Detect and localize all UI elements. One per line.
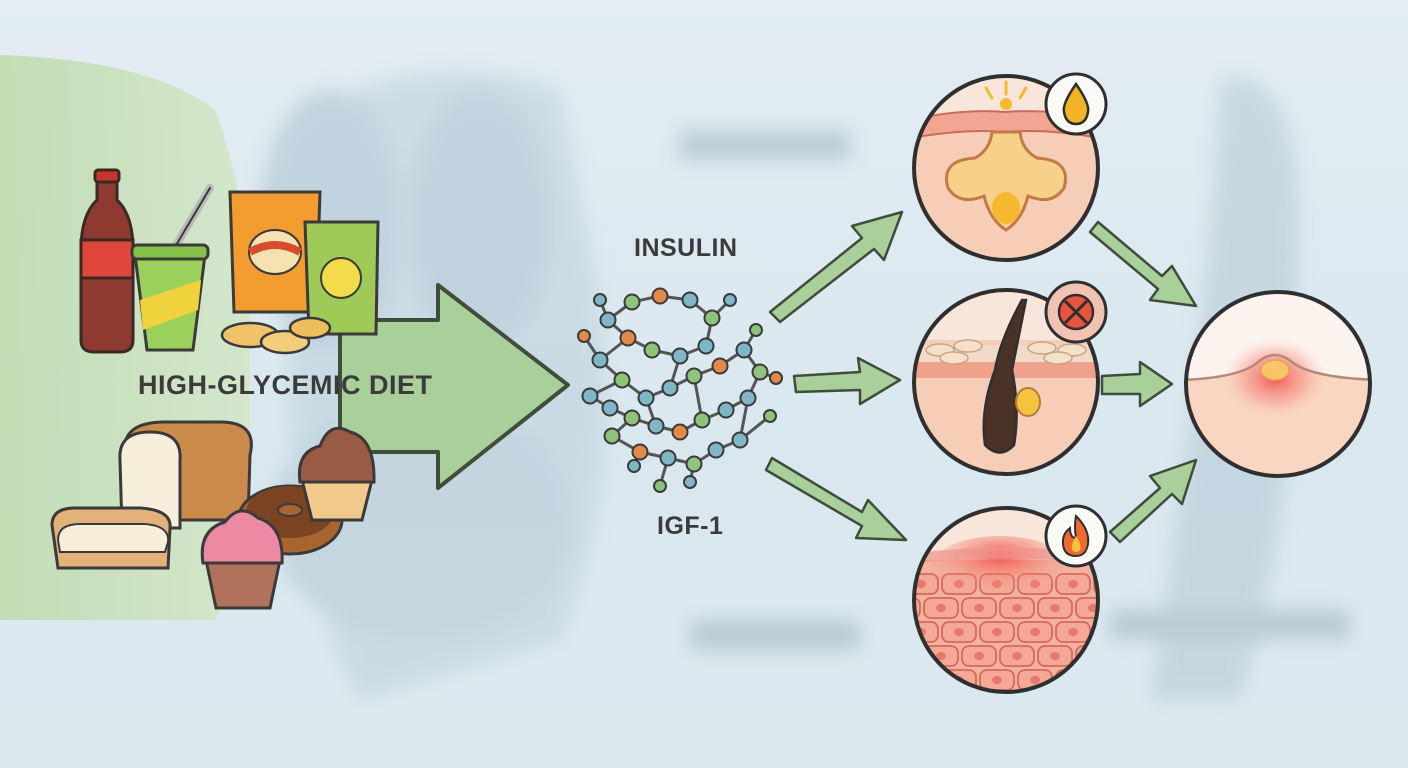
soda-cup (130, 184, 214, 352)
molecule-atom (697, 337, 715, 355)
molecule-atom (769, 371, 783, 385)
oil-drop-icon (1044, 72, 1108, 136)
molecule-atom (623, 409, 641, 427)
cell-nucleus (1068, 676, 1078, 684)
cell-nucleus (936, 604, 946, 612)
hormone-molecule (577, 287, 783, 493)
cell-nucleus (1012, 652, 1022, 660)
skin-cell (914, 645, 921, 667)
molecule-atom (631, 443, 649, 461)
cell-nucleus (974, 604, 984, 612)
bread-slices (50, 506, 172, 570)
soda-bottle (79, 168, 135, 354)
molecule-atom (643, 341, 661, 359)
arrow-inflammation-to-acne (1108, 458, 1198, 544)
molecule-atom (681, 291, 699, 309)
cell-nucleus (1106, 580, 1116, 588)
molecule-atom (731, 431, 749, 449)
cupcake-brown (297, 426, 376, 522)
cell-nucleus (1068, 628, 1078, 636)
molecule-atom (591, 351, 609, 369)
arrow-to-sebum (768, 210, 904, 324)
skin-cell (914, 597, 921, 619)
skin-cell (1093, 669, 1098, 691)
cell-nucleus (1106, 676, 1116, 684)
cell-nucleus (1088, 652, 1098, 660)
molecule-atom (603, 427, 621, 445)
cell-nucleus (916, 676, 926, 684)
molecule-atom (627, 459, 641, 473)
molecule-atom (683, 475, 697, 489)
hormone-arrows (764, 210, 1198, 544)
molecule-atom (599, 311, 617, 329)
molecule-atom (711, 357, 729, 375)
chip-bag-green (303, 220, 380, 336)
molecule-atom (647, 417, 665, 435)
cell-nucleus (1012, 604, 1022, 612)
diet-label: HIGH-GLYCEMIC DIET (138, 370, 433, 400)
arrow-to-follicle (792, 356, 902, 406)
cell-nucleus (992, 628, 1002, 636)
insulin-label: INSULIN (634, 234, 738, 262)
cell-nucleus (1068, 580, 1078, 588)
molecule-atom (613, 371, 631, 389)
cell-nucleus (916, 580, 926, 588)
inflammation-circle (898, 506, 1116, 694)
molecule-atom (671, 347, 689, 365)
blocked-icon (1044, 280, 1108, 344)
molecule-atom (749, 323, 763, 337)
molecule-atom (717, 401, 735, 419)
molecule-atom (581, 387, 599, 405)
molecule-atom (593, 293, 607, 307)
flame-icon (1044, 504, 1108, 568)
molecule-atom (703, 309, 721, 327)
molecule-atom (735, 341, 753, 359)
arrow-to-inflammation (764, 456, 908, 542)
chip-bag-orange (228, 190, 322, 314)
molecule-atom (577, 329, 591, 343)
cell-nucleus (1050, 652, 1060, 660)
cell-nucleus (898, 604, 908, 612)
molecule-atom (619, 329, 637, 347)
molecule-atom (763, 409, 777, 423)
molecule-atom (637, 389, 655, 407)
skin-cell (914, 669, 939, 691)
cell-nucleus (974, 652, 984, 660)
skin-cell (1093, 573, 1098, 595)
cell-nucleus (1030, 676, 1040, 684)
acne-lesion-circle (1184, 290, 1372, 478)
molecule-atom (601, 399, 619, 417)
molecule-atom (653, 479, 667, 493)
follicle-blockage-circle (912, 288, 1100, 476)
cell-nucleus (1050, 604, 1060, 612)
cell-nucleus (936, 652, 946, 660)
molecule-atom (739, 389, 757, 407)
molecule-atom (659, 449, 677, 467)
arrow-sebum-to-acne (1088, 220, 1198, 308)
cupcake-pink (200, 509, 284, 610)
molecule-atom (685, 455, 703, 473)
cell-nucleus (954, 628, 964, 636)
molecule-atom (651, 287, 669, 305)
molecule-atom (685, 367, 703, 385)
molecule-atom (723, 293, 737, 307)
bread-loaf (118, 420, 253, 530)
chips (220, 316, 332, 355)
molecule-atom (707, 441, 725, 459)
molecule-atom (693, 411, 711, 429)
cell-nucleus (898, 652, 908, 660)
molecule-atom (661, 379, 679, 397)
arrow-follicle-to-acne (1100, 360, 1174, 408)
igf1-label: IGF-1 (657, 512, 724, 540)
molecule-atom (671, 423, 689, 441)
molecule-atom (623, 293, 641, 311)
molecule-atom (751, 363, 769, 381)
cell-nucleus (1030, 628, 1040, 636)
cell-nucleus (992, 676, 1002, 684)
